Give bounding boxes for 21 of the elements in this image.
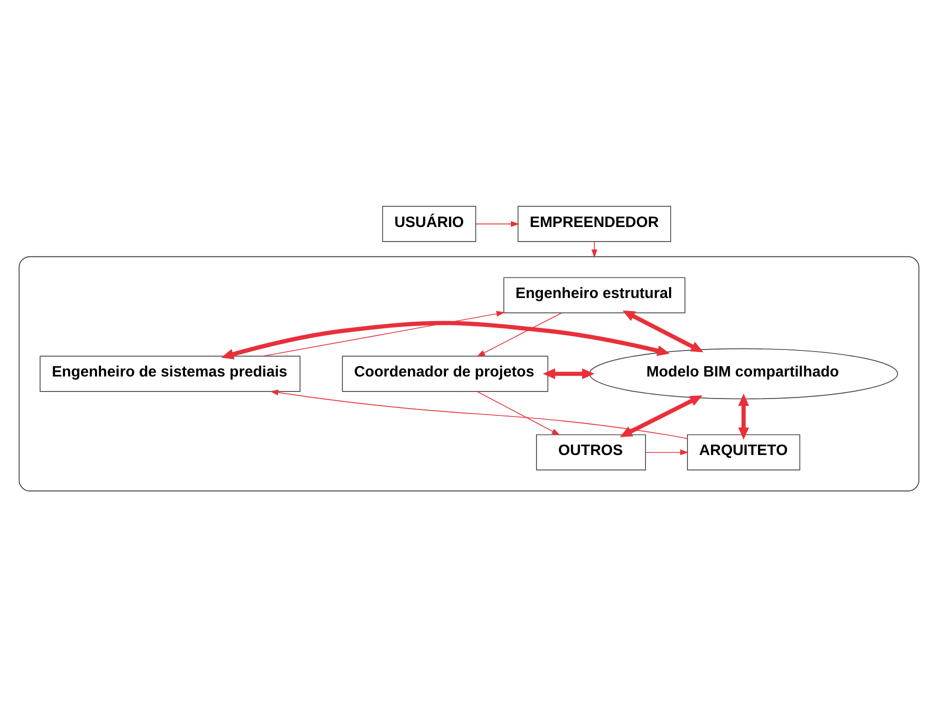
node-ellipse: Modelo BIM compartilhado xyxy=(589,348,898,399)
cluster xyxy=(18,256,920,491)
arrow xyxy=(221,320,670,359)
node-box: OUTROS xyxy=(536,434,646,470)
arrow xyxy=(738,393,750,440)
node-box: EMPREENDEDOR xyxy=(518,205,672,242)
node-box: Engenheiro estrutural xyxy=(503,276,686,313)
arrow xyxy=(542,368,594,379)
node-box: ARQUITETO xyxy=(687,434,800,470)
arrow xyxy=(476,312,562,356)
node-box: Coordenador de projetos xyxy=(342,355,548,392)
arrow xyxy=(270,389,688,438)
arrow xyxy=(620,394,702,437)
arrow xyxy=(622,310,704,352)
node-box: USUÁRIO xyxy=(382,205,476,242)
arrow xyxy=(476,390,560,435)
arrow xyxy=(262,310,505,356)
node-box: Engenheiro de sistemas prediais xyxy=(40,355,300,392)
arrow xyxy=(645,448,689,455)
arrow xyxy=(476,220,520,226)
arrow xyxy=(591,240,598,258)
